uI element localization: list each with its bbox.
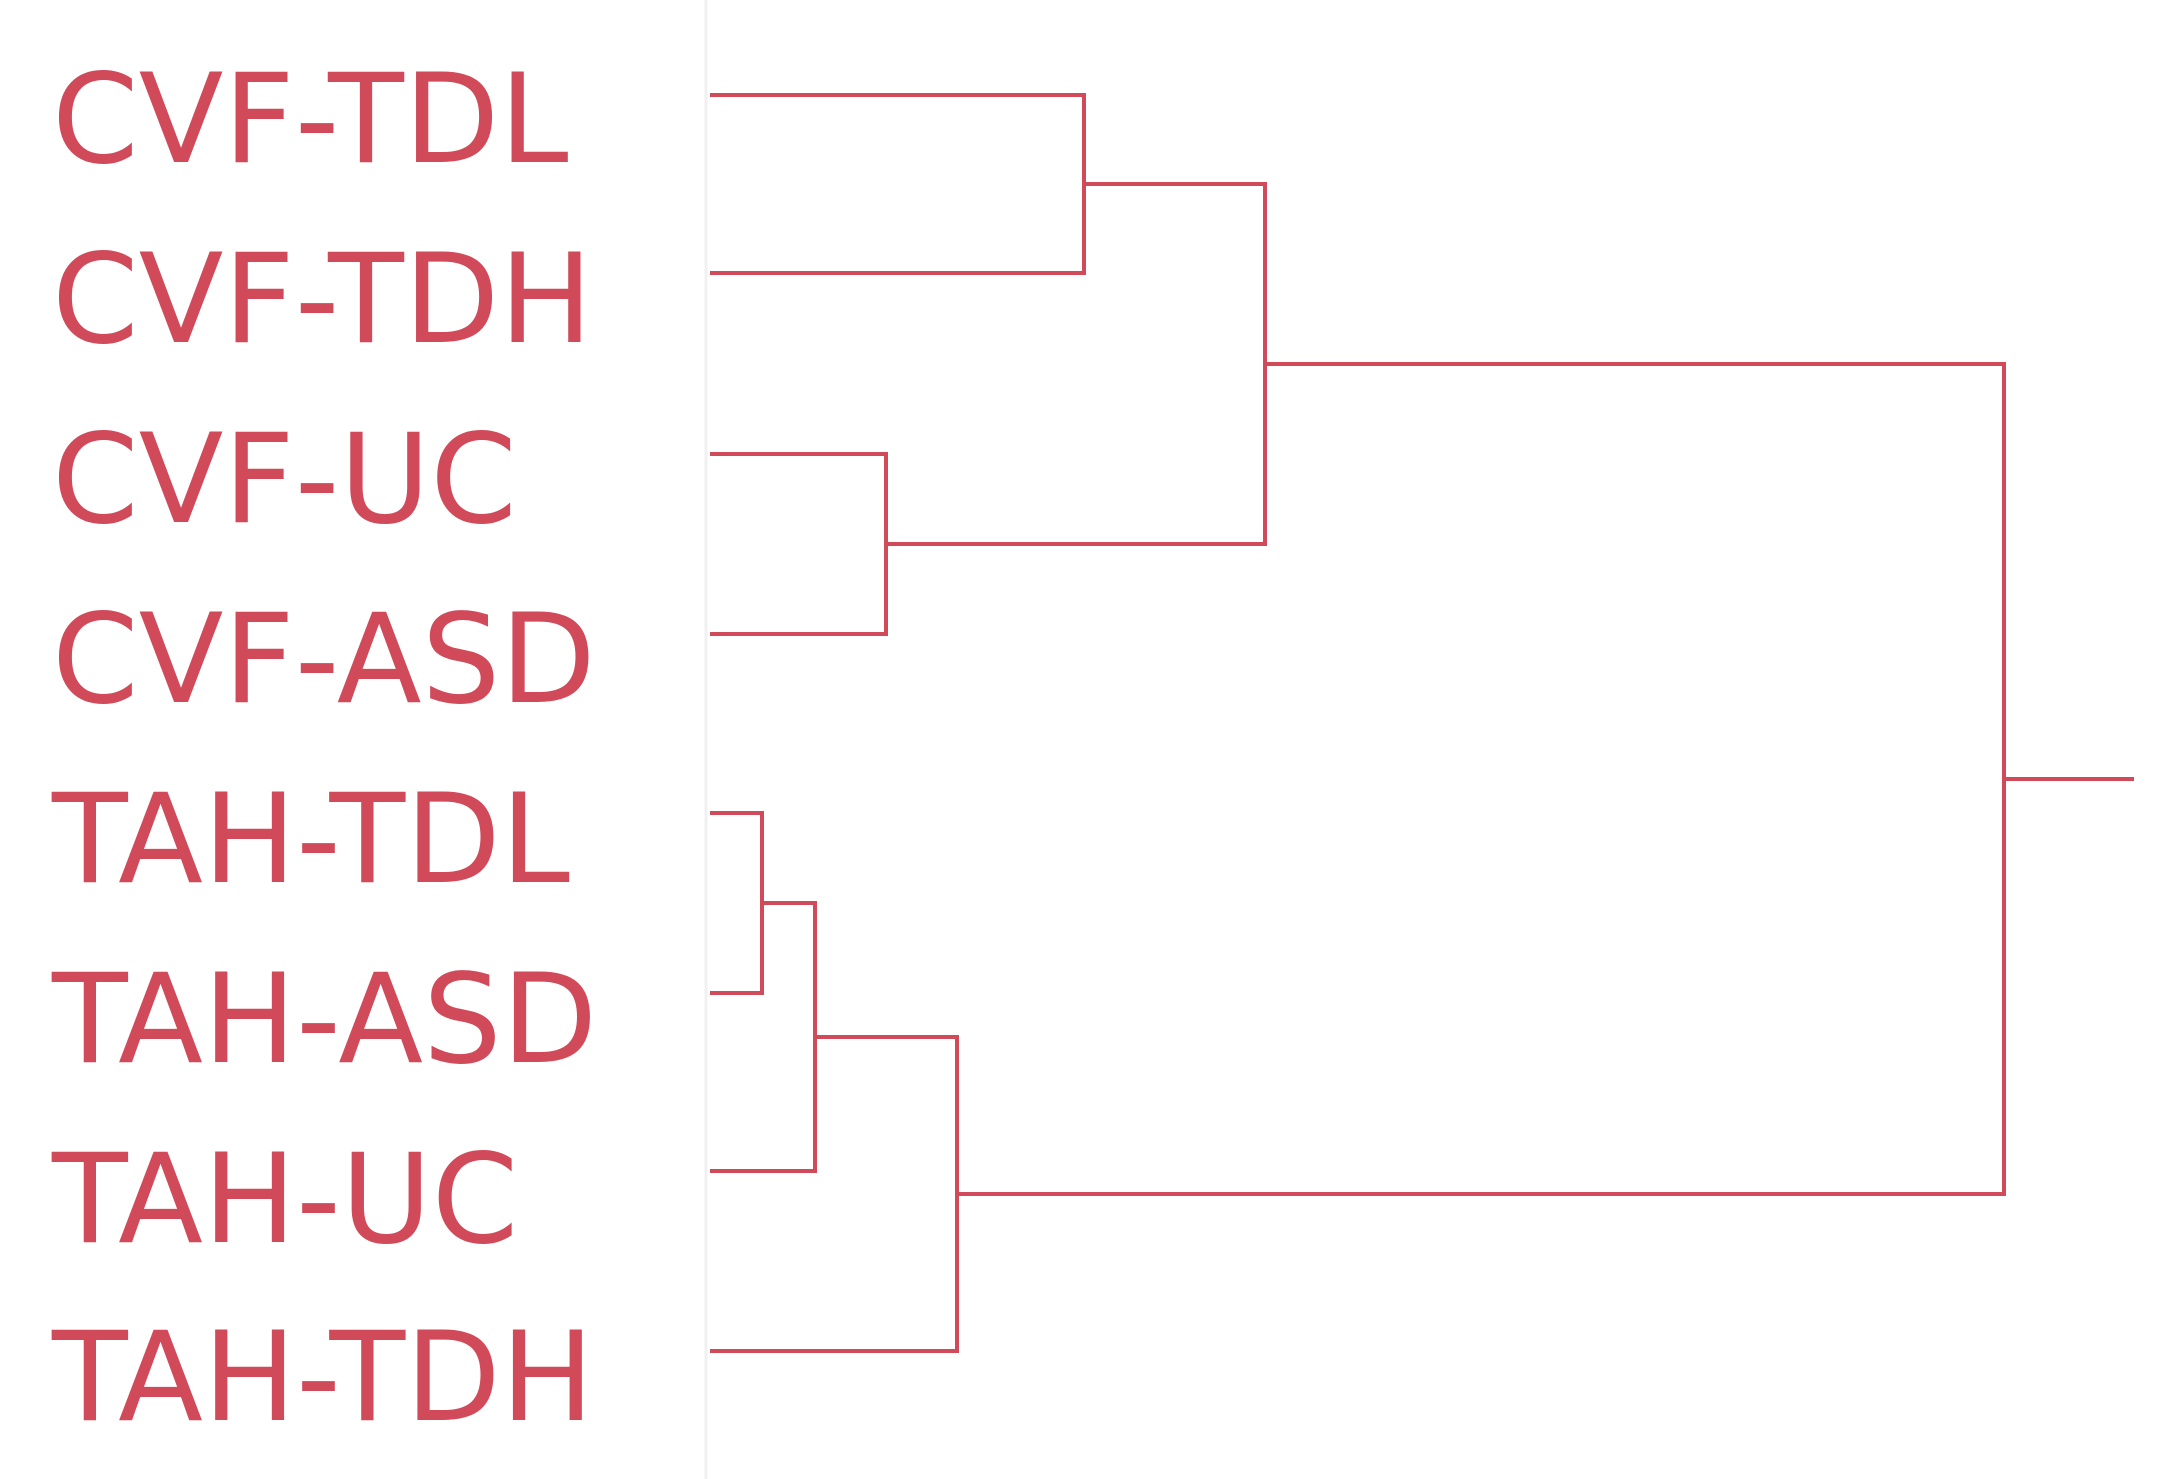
leaf-label: TAH-TDH: [51, 1306, 594, 1450]
leaf-label: CVF-TDH: [52, 228, 593, 372]
leaf-label: TAH-TDL: [51, 768, 570, 912]
leaf-label: TAH-UC: [51, 1128, 518, 1272]
leaf-label: CVF-UC: [52, 408, 517, 552]
leaf-label: CVF-TDL: [52, 48, 568, 192]
leaf-labels: CVF-TDL CVF-TDH CVF-UC CVF-ASD TAH-TDL T…: [51, 48, 597, 1450]
leaf-label: CVF-ASD: [52, 588, 596, 732]
leaf-label: TAH-ASD: [51, 948, 597, 1092]
dendrogram-branches: [710, 93, 2134, 1353]
